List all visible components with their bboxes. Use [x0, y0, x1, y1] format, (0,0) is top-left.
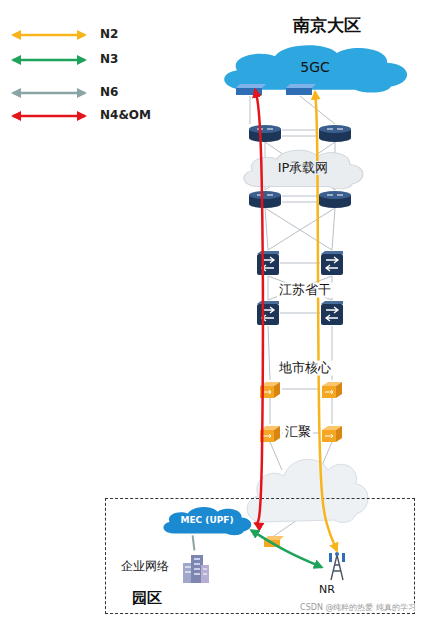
park-switch-top	[264, 536, 284, 540]
park-region: MEC (UPF) 企业网络 NR 园区	[105, 498, 415, 614]
legend-arrow	[8, 85, 90, 101]
legend-arrow	[8, 108, 90, 124]
switches	[257, 251, 343, 325]
metro-switch-icon	[322, 382, 342, 398]
tier-label: 地市核心	[277, 361, 333, 376]
node-label: NR	[317, 584, 337, 597]
legend-arrow	[8, 27, 90, 43]
enterprise-network: 企业网络	[119, 549, 211, 585]
aggregation-switch-icon	[260, 426, 280, 442]
router-icon	[319, 125, 351, 142]
core-device-body	[236, 88, 262, 95]
access-cloud	[247, 459, 368, 522]
switch-icon	[257, 301, 279, 325]
orange-switches	[260, 382, 342, 442]
node-label: 5GC	[298, 59, 332, 75]
interface-connector	[251, 530, 322, 567]
legend-text: N6	[98, 86, 120, 100]
aggregation-switch-icon	[322, 426, 342, 442]
core-device-top	[286, 84, 316, 88]
core-device-top	[236, 84, 266, 88]
router-icon	[249, 191, 281, 208]
legend-text: N2	[98, 28, 120, 42]
switch-icon	[321, 251, 343, 275]
node-label: MEC (UPF)	[178, 515, 235, 525]
router-icon	[319, 191, 351, 208]
legend-text: N3	[98, 53, 120, 67]
node-label: 企业网络	[119, 560, 171, 574]
antenna-tower-icon	[317, 549, 357, 581]
nr-base-station: NR	[317, 549, 357, 597]
park-switch	[264, 536, 284, 547]
region-name: 园区	[130, 590, 164, 607]
legend-item: N2	[8, 27, 120, 43]
node-label: IP承载网	[276, 161, 331, 176]
region-title: 南京大区	[291, 16, 363, 36]
legend-item: N6	[8, 85, 120, 101]
tier-label: 江苏省干	[277, 283, 333, 298]
mec-cloud: MEC (UPF)	[159, 504, 255, 536]
watermark: CSDN @纯粹的热爱 纯真的学习	[298, 603, 418, 612]
interface-connector	[255, 90, 263, 524]
legend-item: N4&OM	[8, 108, 153, 124]
tier-label: 汇聚	[283, 425, 313, 440]
park-switch-body	[264, 540, 280, 547]
switch-icon	[321, 301, 343, 325]
interface-connector	[193, 535, 195, 550]
interface-connector	[315, 92, 337, 551]
legend-arrow	[8, 52, 90, 68]
legend-item: N3	[8, 52, 120, 68]
core-device-body	[286, 88, 312, 95]
router-icon	[249, 125, 281, 142]
legend-text: N4&OM	[98, 109, 153, 123]
metro-switch-icon	[260, 382, 280, 398]
building-icon	[181, 549, 211, 585]
bearer-network-cloud: IP承载网	[238, 146, 368, 190]
switch-icon	[257, 251, 279, 275]
